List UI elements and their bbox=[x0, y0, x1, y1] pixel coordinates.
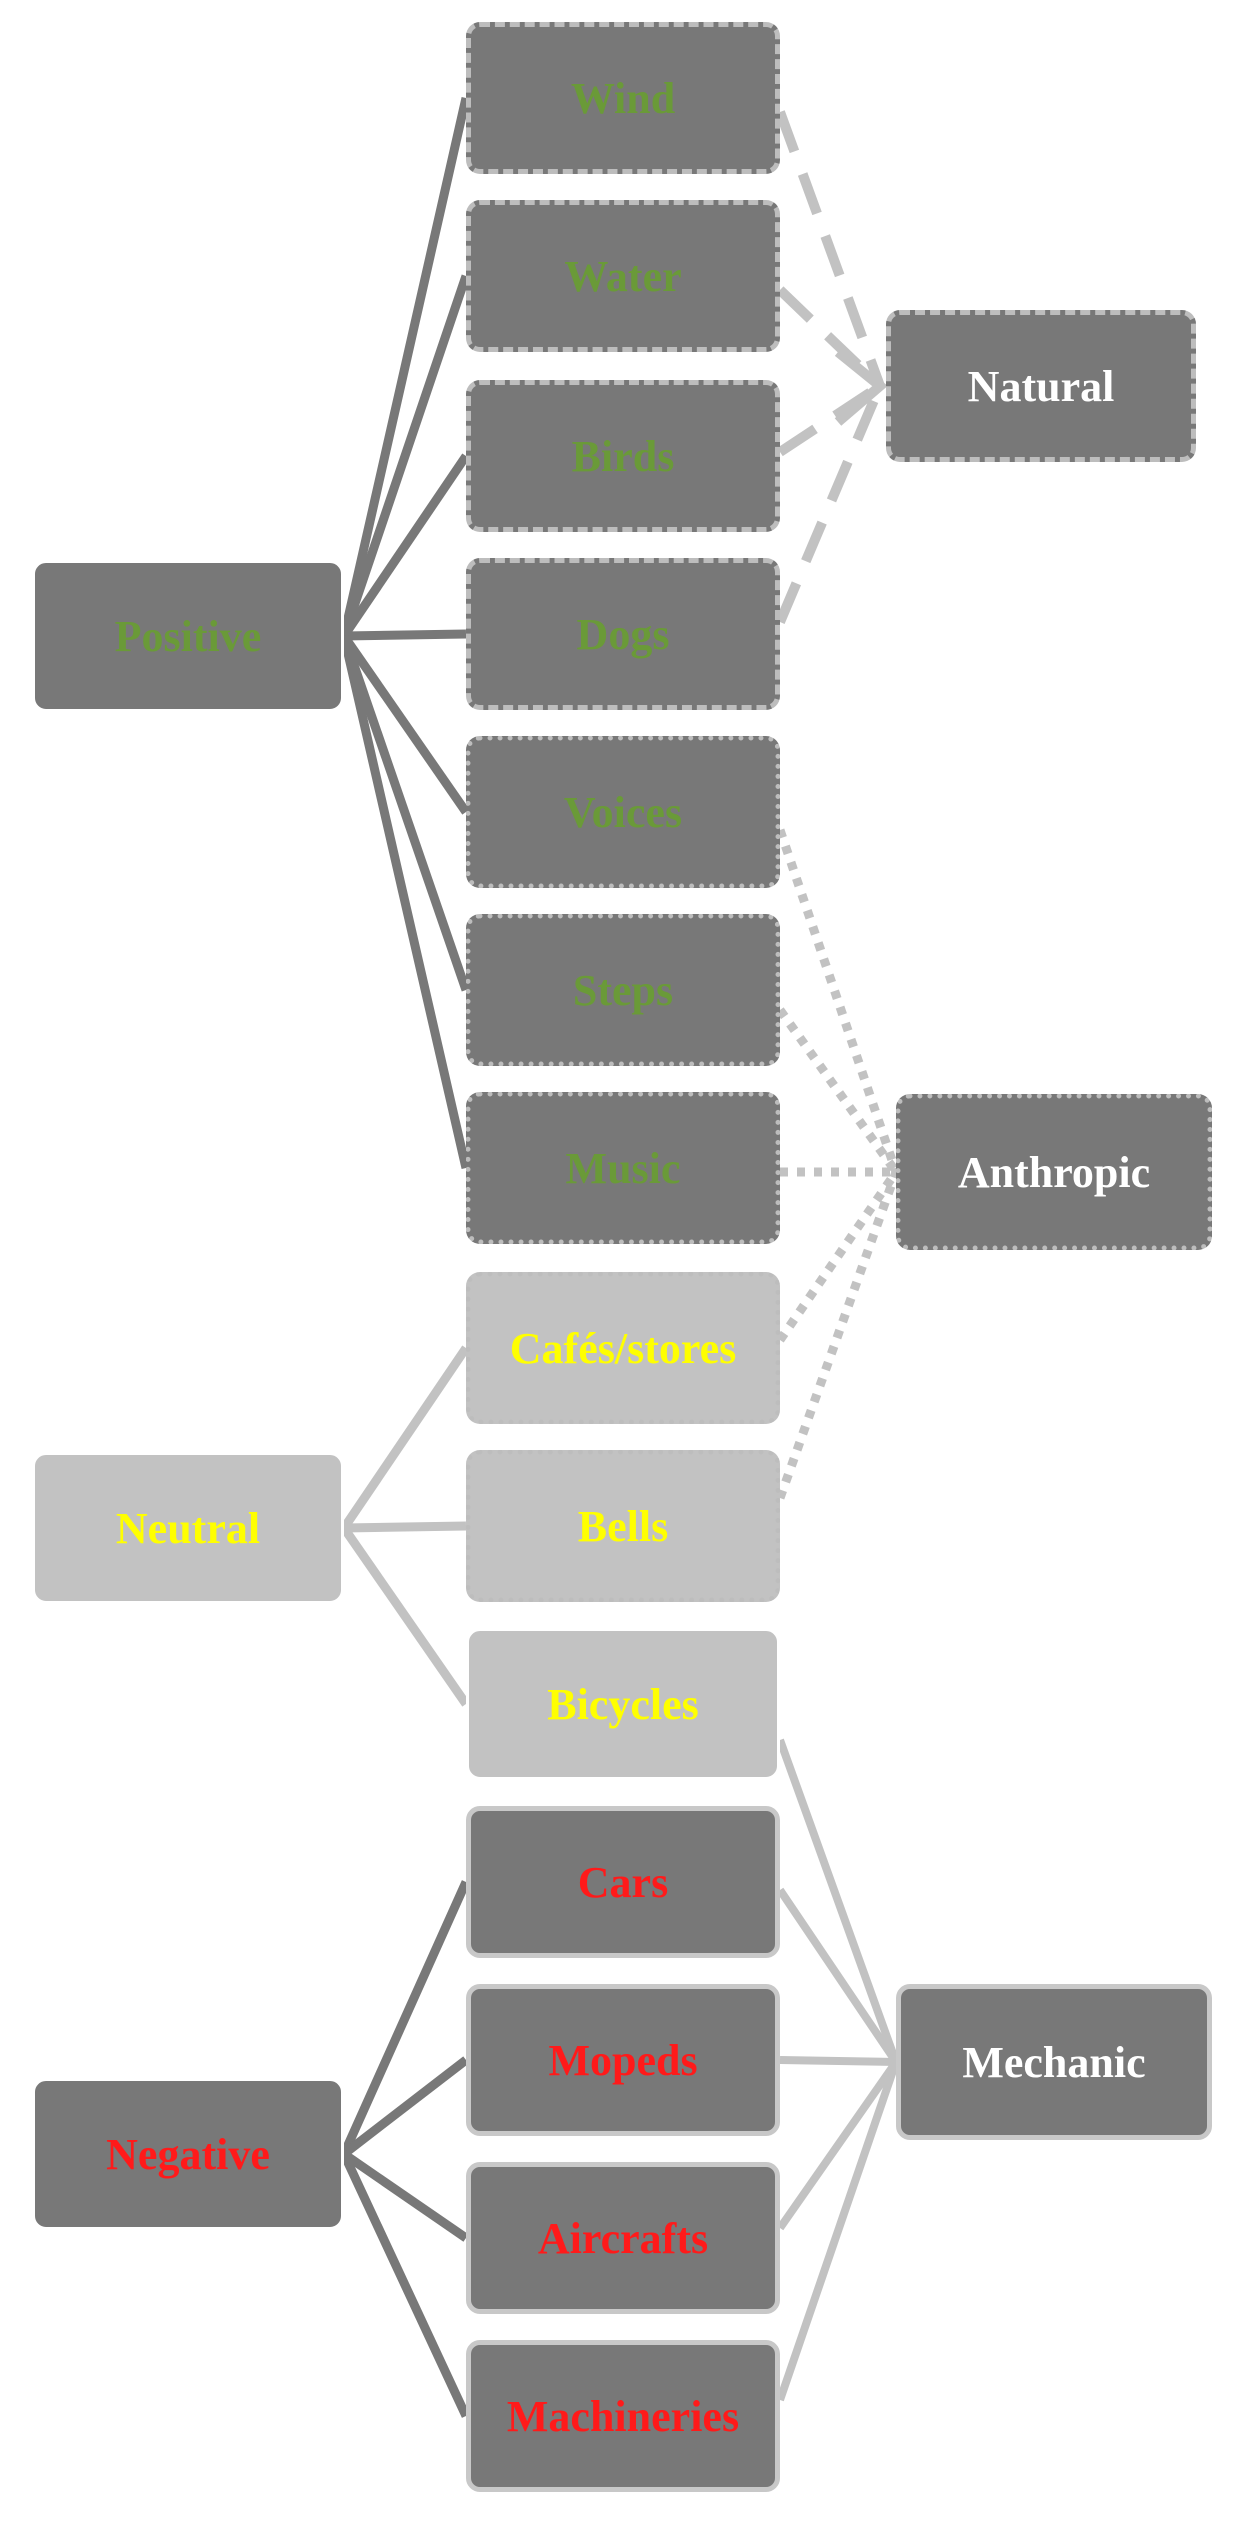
type-anthropic: Anthropic bbox=[896, 1094, 1212, 1250]
connector-positive-music bbox=[339, 634, 471, 1170]
source-water: Water bbox=[466, 200, 780, 352]
category-negative: Negative bbox=[32, 2078, 344, 2230]
source-birds: Birds bbox=[466, 380, 780, 532]
source-dogs: Dogs bbox=[466, 558, 780, 710]
connector-cars-mechanic bbox=[776, 1887, 900, 2065]
source-cafes-stores: Cafés/stores bbox=[466, 1272, 780, 1424]
source-music: Music bbox=[466, 1092, 780, 1244]
connector-steps-anthropic bbox=[776, 1007, 900, 1175]
connector-water-natural bbox=[776, 286, 884, 390]
connector-mopeds-mechanic bbox=[779, 2056, 897, 2066]
connector-positive-steps bbox=[339, 634, 471, 992]
connector-neutral-cafes bbox=[340, 1345, 470, 1531]
connector-positive-wind bbox=[339, 97, 471, 637]
source-bicycles: Bicycles bbox=[466, 1628, 780, 1780]
connector-neutral-bells bbox=[343, 1521, 467, 1533]
connector-positive-water bbox=[339, 274, 471, 638]
type-mechanic: Mechanic bbox=[896, 1984, 1212, 2140]
connector-machineries-mechanic bbox=[776, 2060, 900, 2402]
source-steps: Steps bbox=[466, 914, 780, 1066]
source-machineries: Machineries bbox=[466, 2340, 780, 2492]
category-neutral: Neutral bbox=[32, 1452, 344, 1604]
category-positive: Positive bbox=[32, 560, 344, 712]
source-voices: Voices bbox=[466, 736, 780, 888]
connector-negative-mopeds bbox=[341, 2056, 469, 2158]
connector-bicycles-mechanic bbox=[776, 1738, 900, 2064]
arrowhead-natural bbox=[834, 348, 888, 426]
connector-bells-anthropic bbox=[775, 1170, 901, 1500]
source-cars: Cars bbox=[466, 1806, 780, 1958]
type-natural: Natural bbox=[886, 310, 1196, 462]
connector-negative-aircrafts bbox=[341, 2150, 469, 2242]
connector-wind-natural bbox=[775, 110, 885, 388]
connector-negative-cars bbox=[339, 1880, 471, 2156]
connector-aircrafts-mechanic bbox=[776, 2059, 900, 2231]
connector-negative-machineries bbox=[339, 2152, 471, 2418]
connector-voices-anthropic bbox=[775, 828, 901, 1174]
source-wind: Wind bbox=[466, 22, 780, 174]
connector-cafes-anthropic bbox=[776, 1169, 900, 1343]
source-aircrafts: Aircrafts bbox=[466, 2162, 780, 2314]
connector-positive-voices bbox=[340, 633, 470, 815]
connector-dogs-natural bbox=[775, 384, 885, 624]
connector-neutral-bicycles bbox=[340, 1525, 470, 1707]
connector-positive-birds bbox=[340, 453, 470, 639]
source-bells: Bells bbox=[466, 1450, 780, 1602]
source-mopeds: Mopeds bbox=[466, 1984, 780, 2136]
connector-positive-dogs bbox=[343, 629, 467, 641]
